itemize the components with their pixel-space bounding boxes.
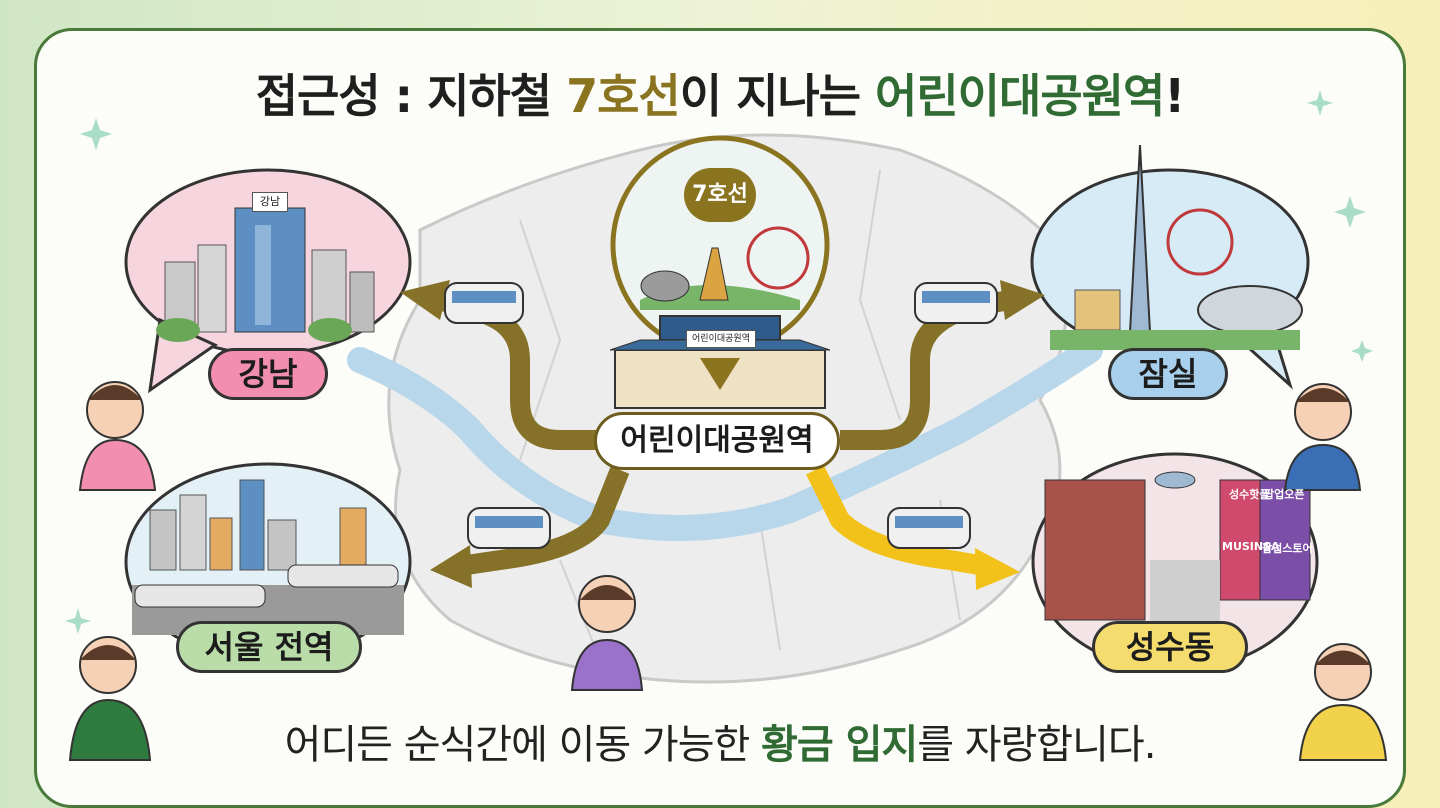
title-highlight-line: 7호선 <box>566 69 681 123</box>
shop-sign-popup: 팝업오픈 <box>1264 488 1305 501</box>
destination-gangnam: 강남 <box>208 348 328 400</box>
arrow-to-seongsu <box>806 465 987 576</box>
building-sign: 강남 <box>252 192 288 212</box>
title-exclaim: ! <box>1164 69 1185 123</box>
seongsu-bubble <box>1031 452 1319 672</box>
person-icon <box>68 381 1388 761</box>
gate-sign: 어린이대공원역 <box>686 330 756 348</box>
train-icon <box>444 282 998 549</box>
han-river <box>347 337 1103 541</box>
footer-caption: 어디든 순식간에 이동 가능한 황금 입지를 자랑합니다. <box>0 712 1440 770</box>
map-illustration <box>65 90 1388 761</box>
jamsil-bubble <box>1030 144 1310 390</box>
title-text-2: 이 지나는 <box>679 69 876 123</box>
center-circle <box>609 135 831 409</box>
sparkle-icon <box>65 90 1373 634</box>
shop-sign-musinsa: MUSINSA <box>1222 540 1280 553</box>
gangnam-bubble <box>124 168 412 394</box>
destination-seoul: 서울 전역 <box>176 621 362 673</box>
shop-sign-popup-store: 팝업스토어 <box>1262 542 1313 555</box>
seoul-wide-bubble <box>124 462 412 662</box>
footer-text: 어디든 순식간에 이동 가능한 <box>284 722 762 768</box>
destination-jamsil: 잠실 <box>1108 348 1228 400</box>
shop-sign-hot: 성수핫플 <box>1229 488 1270 501</box>
page-title: 접근성 : 지하철 7호선이 지나는 어린이대공원역! <box>0 60 1440 126</box>
title-highlight-station: 어린이대공원역 <box>875 69 1165 123</box>
station-label: 어린이대공원역 <box>594 412 840 470</box>
destination-seongsu: 성수동 <box>1092 621 1248 673</box>
footer-text-2: 를 자랑합니다. <box>917 722 1156 768</box>
arrow-to-seoul <box>458 466 630 576</box>
title-text: 접근성 : 지하철 <box>255 69 567 123</box>
line-7-badge: 7호선 <box>684 168 756 222</box>
footer-highlight: 황금 입지 <box>761 722 918 768</box>
